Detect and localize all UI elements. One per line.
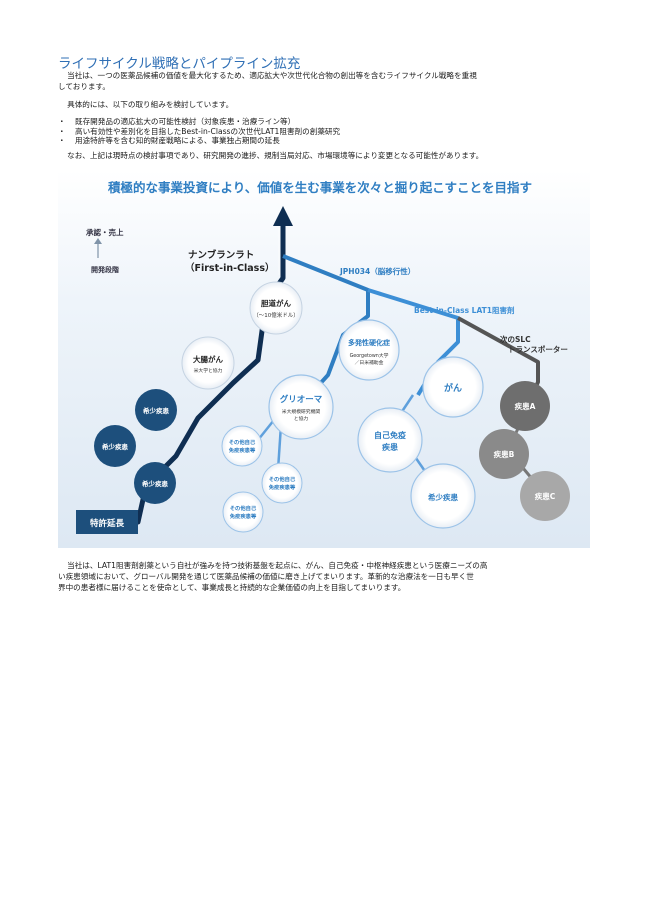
node-rare-bic: 希少疾患 xyxy=(410,463,476,529)
svg-text:その他自己: その他自己 xyxy=(269,475,296,483)
closing-line-3: 界中の患者様に届けることを使命として、事業成長と持続的な企業価値の向上を目指して… xyxy=(58,583,406,592)
node-rare-3: 希少疾患 xyxy=(134,462,176,504)
svg-text:疾患B: 疾患B xyxy=(494,449,515,459)
svg-text:米大学と協力: 米大学と協力 xyxy=(194,367,223,374)
svg-text:その他自己: その他自己 xyxy=(230,504,257,512)
node-disease-a: 疾患A xyxy=(500,381,550,431)
bullet-item: 高い有効性や差別化を目指したBest-in-Classの次世代LAT1阻害剤の創… xyxy=(58,127,598,137)
svg-text:疾患C: 疾患C xyxy=(535,491,556,501)
svg-text:大腸がん: 大腸がん xyxy=(193,354,223,364)
closing-paragraph: 当社は、LAT1阻害剤創薬という自社が強みを持つ技術基盤を起点に、がん、自己免疫… xyxy=(58,560,598,593)
closing-line-1: 当社は、LAT1阻害剤創薬という自社が強みを持つ技術基盤を起点に、がん、自己免疫… xyxy=(67,561,488,570)
svg-text:希少疾患: 希少疾患 xyxy=(428,492,458,502)
pipeline-diagram: 積極的な事業投資により、価値を生む事業を次々と掘り起こすことを目指す 承認・売上… xyxy=(58,170,590,548)
svg-text:免疫疾患等: 免疫疾患等 xyxy=(269,483,296,491)
svg-text:／日米補助金: ／日米補助金 xyxy=(355,359,384,366)
node-autoimm-2: その他自己 免疫疾患等 xyxy=(261,462,303,504)
svg-text:Georgetown大学: Georgetown大学 xyxy=(350,352,389,359)
node-glioma: グリオーマ 米大規模研究機関 と協力 xyxy=(268,374,334,440)
node-ms: 多発性硬化症 Georgetown大学 ／日米補助金 xyxy=(338,319,400,381)
note-paragraph: なお、上記は現時点の検討事項であり、研究開発の進捗、規制当局対応、市場環境等によ… xyxy=(67,151,484,160)
closing-line-2: い疾患領域において、グローバル開発を通じて医薬品候補の価値に磨き上げてまいります… xyxy=(58,572,474,581)
svg-text:（〜10億米ドル）: （〜10億米ドル） xyxy=(253,311,299,319)
svg-text:その他自己: その他自己 xyxy=(229,438,256,446)
node-disease-b: 疾患B xyxy=(479,429,529,479)
svg-text:米大規模研究機関: 米大規模研究機関 xyxy=(282,408,321,415)
svg-text:疾患: 疾患 xyxy=(382,442,398,452)
svg-text:グリオーマ: グリオーマ xyxy=(280,394,323,405)
svg-text:免疫疾患等: 免疫疾患等 xyxy=(230,512,257,520)
strategy-bullet-list: 既存開発品の適応拡大の可能性検討（対象疾患・治療ライン等） 高い有効性や差別化を… xyxy=(58,117,598,146)
node-daichou: 大腸がん 米大学と協力 xyxy=(181,336,235,390)
node-rare-2: 希少疾患 xyxy=(94,425,136,467)
svg-text:疾患A: 疾患A xyxy=(515,401,536,411)
axis-top-label: 承認・売上 xyxy=(86,227,124,237)
node-tando: 胆道がん （〜10億米ドル） xyxy=(249,281,303,335)
intro-paragraph: 当社は、一つの医薬品候補の価値を最大化するため、適応拡大や次世代化合物の創出等を… xyxy=(58,70,598,92)
patent-extension-box: 特許延長 xyxy=(76,510,138,534)
axis-bottom-label: 開発段階 xyxy=(91,265,119,274)
node-rare-1: 希少疾患 xyxy=(135,389,177,431)
branch-slc-label-2: トランスポーター xyxy=(508,344,568,354)
trunk-label-class: （First-in-Class） xyxy=(185,262,274,274)
trunk-label-name: ナンブランラト xyxy=(188,249,254,261)
svg-text:自己免疫: 自己免疫 xyxy=(374,430,406,440)
bullet-item: 用途特許等を含む知的財産戦略による、事業独占期間の延長 xyxy=(58,136,598,146)
node-autoimm-1: その他自己 免疫疾患等 xyxy=(221,425,263,467)
branch-bic-label: Best-in-Class LAT1阻害剤 xyxy=(414,305,515,315)
pipeline-svg: 積極的な事業投資により、価値を生む事業を次々と掘り起こすことを目指す 承認・売上… xyxy=(58,170,590,548)
list-intro: 具体的には、以下の取り組みを検討しています。 xyxy=(67,100,234,109)
svg-text:免疫疾患等: 免疫疾患等 xyxy=(229,446,256,454)
intro-line-1: 当社は、一つの医薬品候補の価値を最大化するため、適応拡大や次世代化合物の創出等を… xyxy=(67,71,477,80)
svg-text:希少疾患: 希少疾患 xyxy=(143,406,170,415)
trunk-arrow-head-icon xyxy=(273,206,293,226)
axis-arrow-head-icon xyxy=(94,238,102,244)
svg-text:胆道がん: 胆道がん xyxy=(261,298,291,308)
diagram-headline: 積極的な事業投資により、価値を生む事業を次々と掘り起こすことを目指す xyxy=(107,180,532,195)
node-cancer: がん xyxy=(422,356,484,418)
svg-text:と協力: と協力 xyxy=(294,415,309,422)
intro-line-2: しております。 xyxy=(58,82,110,91)
branch-jph-label: JPH034（脳移行性） xyxy=(339,266,415,276)
node-disease-c: 疾患C xyxy=(520,471,570,521)
svg-text:特許延長: 特許延長 xyxy=(90,518,125,529)
bullet-item: 既存開発品の適応拡大の可能性検討（対象疾患・治療ライン等） xyxy=(58,117,598,127)
svg-text:希少疾患: 希少疾患 xyxy=(102,442,129,451)
svg-text:多発性硬化症: 多発性硬化症 xyxy=(348,338,390,347)
node-autoimm-3: その他自己 免疫疾患等 xyxy=(222,491,264,533)
svg-text:がん: がん xyxy=(444,382,462,394)
svg-text:希少疾患: 希少疾患 xyxy=(142,479,169,488)
branch-slc-label-1: 次のSLC xyxy=(500,334,531,344)
section-title: ライフサイクル戦略とパイプライン拡充 xyxy=(58,56,301,72)
node-autoimmune: 自己免疫 疾患 xyxy=(357,407,423,473)
